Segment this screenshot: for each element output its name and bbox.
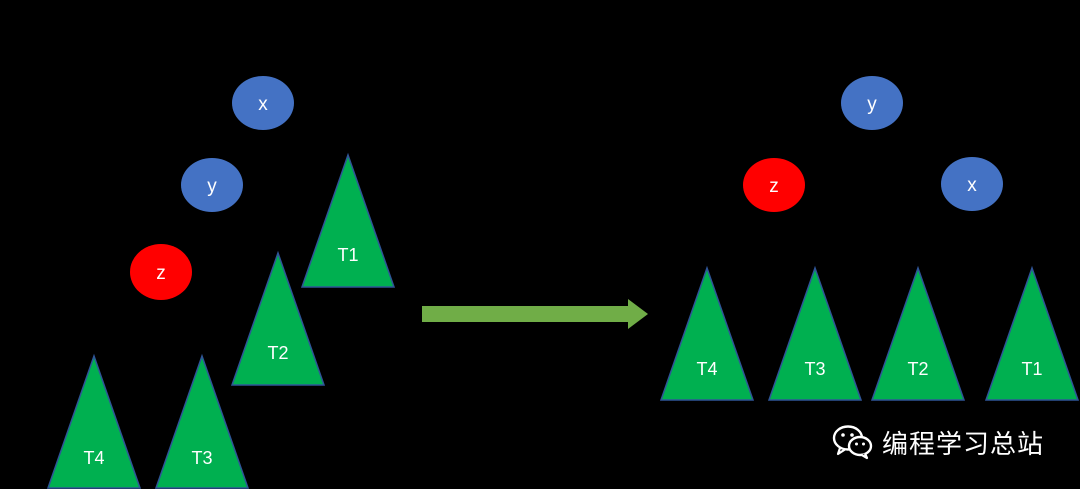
left-triangle-t3 — [154, 353, 250, 489]
right-node-y-label: y — [867, 94, 877, 115]
right-triangle-t1 — [984, 265, 1080, 401]
left-label-t1: T1 — [337, 245, 358, 265]
right-label-t3: T3 — [804, 359, 825, 379]
transform-arrow — [422, 299, 648, 329]
right-node-y: y — [841, 76, 903, 130]
left-node-z-label: z — [156, 263, 166, 284]
left-subtree-t4: T4 — [46, 353, 142, 489]
right-node-z-circle — [743, 158, 805, 212]
left-triangle-t4 — [46, 353, 142, 489]
left-triangle-t1 — [300, 152, 396, 288]
left-node-z-circle — [130, 244, 192, 300]
right-subtree-t1: T1 — [984, 265, 1080, 401]
right-node-z-label: z — [769, 176, 779, 197]
left-node-z: z — [130, 244, 192, 300]
left-node-y-label: y — [207, 176, 217, 197]
left-subtree-t2: T2 — [230, 250, 326, 386]
right-node-x: x — [941, 157, 1003, 211]
right-node-x-circle — [941, 157, 1003, 211]
right-node-z: z — [743, 158, 805, 212]
right-subtree-t2: T2 — [870, 265, 966, 401]
left-tree: T1 T2 T4 T3 x y z — [46, 76, 396, 489]
right-tree: y z x T4 T3 T2 T1 — [659, 76, 1080, 401]
left-subtree-t1: T1 — [300, 152, 396, 288]
wechat-icon — [832, 425, 873, 460]
left-node-x: x — [232, 76, 294, 130]
left-label-t4: T4 — [83, 448, 104, 468]
right-subtree-t3: T3 — [767, 265, 863, 401]
right-node-y-circle — [841, 76, 903, 130]
right-node-x-label: x — [967, 175, 977, 196]
left-node-y-circle — [181, 158, 243, 212]
left-node-x-circle — [232, 76, 294, 130]
left-label-t2: T2 — [267, 343, 288, 363]
right-triangle-t2 — [870, 265, 966, 401]
left-node-y: y — [181, 158, 243, 212]
right-label-t4: T4 — [696, 359, 717, 379]
watermark-text: 编程学习总站 — [882, 429, 1045, 460]
right-triangle-t4 — [659, 265, 755, 401]
right-triangle-t3 — [767, 265, 863, 401]
watermark: 编程学习总站 — [832, 422, 1044, 462]
right-label-t2: T2 — [907, 359, 928, 379]
left-node-x-label: x — [258, 94, 268, 115]
left-subtree-t3: T3 — [154, 353, 250, 489]
left-triangle-t2 — [230, 250, 326, 386]
right-subtree-t4: T4 — [659, 265, 755, 401]
left-label-t3: T3 — [191, 448, 212, 468]
right-label-t1: T1 — [1021, 359, 1042, 379]
